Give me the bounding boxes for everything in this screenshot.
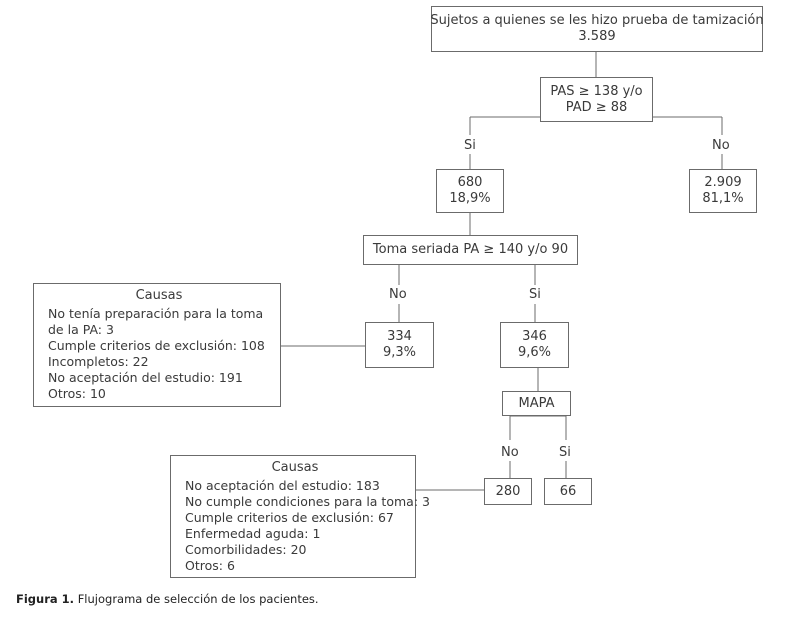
cause-item: Incompletos: 22 xyxy=(48,354,149,369)
cause-item: Cumple criterios de exclusión: 67 xyxy=(185,510,394,525)
branch2-yes-label: Si xyxy=(529,287,541,302)
serial-box: Toma seriada PA ≥ 140 y/o 90 xyxy=(363,235,578,265)
caption-label: Figura 1. xyxy=(16,592,75,606)
mapa-yes-count: 66 xyxy=(559,483,577,499)
screened-value: 3.589 xyxy=(578,29,616,44)
no-group-count: 2.909 xyxy=(704,175,742,190)
mapa-yes-box: 66 xyxy=(544,478,592,505)
cause-item: No cumple condiciones para la toma: 3 xyxy=(185,494,430,509)
screened-box: Sujetos a quienes se les hizo prueba de … xyxy=(430,6,764,52)
yes-group-box: 680 18,9% xyxy=(436,169,504,213)
causes-title: Causas xyxy=(271,460,319,475)
mapa-box: MAPA xyxy=(502,391,571,416)
yes-group-count: 680 xyxy=(457,175,483,190)
serial-yes-percent: 9,6% xyxy=(517,345,552,360)
cause-item: No aceptación del estudio: 191 xyxy=(48,370,243,385)
branch3-yes-label: Si xyxy=(559,445,571,460)
serial-no-count: 334 xyxy=(387,329,412,344)
serial-yes-box: 346 9,6% xyxy=(500,322,569,368)
serial-yes-count: 346 xyxy=(522,329,547,344)
serial-label: Toma seriada PA ≥ 140 y/o 90 xyxy=(372,242,569,257)
no-group-percent: 81,1% xyxy=(702,191,744,206)
cause-item: Enfermedad aguda: 1 xyxy=(185,526,321,541)
criteria-line2: PAD ≥ 88 xyxy=(565,99,628,115)
cause-item: de la PA: 3 xyxy=(48,322,114,337)
caption-text: Flujograma de selección de los pacientes… xyxy=(77,592,319,606)
cause-item: No tenía preparación para la toma xyxy=(48,306,264,321)
causes-box-mapa: Causas No aceptación del estudio: 183 No… xyxy=(170,455,430,578)
cause-item: Comorbilidades: 20 xyxy=(185,542,307,557)
causes-box-serial: Causas No tenía preparación para la toma… xyxy=(33,283,281,407)
causes-title: Causas xyxy=(135,288,183,303)
mapa-no-box: 280 xyxy=(484,478,532,505)
cause-item: Cumple criterios de exclusión: 108 xyxy=(48,338,265,353)
mapa-no-count: 280 xyxy=(495,483,521,499)
criteria-box: PAS ≥ 138 y/o PAD ≥ 88 xyxy=(540,77,653,122)
criteria-line1: PAS ≥ 138 y/o xyxy=(550,83,643,99)
no-group-box: 2.909 81,1% xyxy=(689,169,757,213)
serial-no-box: 334 9,3% xyxy=(365,322,434,368)
branch3-no-label: No xyxy=(501,445,519,460)
branch1-no-label: No xyxy=(712,138,730,153)
serial-no-percent: 9,3% xyxy=(382,345,417,360)
branch1-yes-label: Si xyxy=(464,138,476,153)
yes-group-percent: 18,9% xyxy=(449,191,491,206)
figure-caption: Figura 1. Flujograma de selección de los… xyxy=(16,592,319,606)
mapa-label: MAPA xyxy=(518,395,555,411)
cause-item: No aceptación del estudio: 183 xyxy=(185,478,380,493)
screened-label: Sujetos a quienes se les hizo prueba de … xyxy=(430,13,764,28)
cause-item: Otros: 6 xyxy=(185,558,235,573)
branch2-no-label: No xyxy=(389,287,407,302)
cause-item: Otros: 10 xyxy=(48,386,106,401)
